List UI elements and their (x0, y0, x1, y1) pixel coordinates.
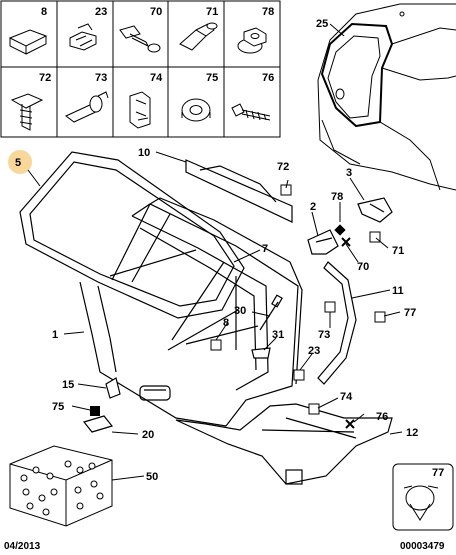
push-clip-icon (69, 23, 97, 51)
side-trim-strip (317, 261, 357, 385)
callout-3: 3 (346, 167, 352, 179)
callout-23: 23 (308, 345, 320, 357)
callout-2: 2 (310, 201, 316, 213)
legend-number: 72 (39, 72, 51, 84)
rear-glass (19, 151, 245, 319)
leader-line (27, 169, 41, 187)
callout-75: 75 (52, 401, 64, 413)
black-clips (90, 224, 346, 416)
callout-11: 11 (392, 285, 404, 297)
pad-icon (8, 29, 48, 55)
rivet-clip-icon (179, 22, 218, 51)
latch-bracket (357, 197, 393, 223)
callout-10: 10 (138, 147, 150, 159)
spoiler-trim (185, 159, 293, 223)
callout-73: 73 (318, 329, 330, 341)
badge-emblem (105, 377, 121, 399)
gas-strut (251, 294, 283, 359)
inset-77-label: 77 (432, 467, 444, 479)
spring-clip-icon (129, 91, 151, 129)
highlight-circle (8, 150, 32, 174)
callout-72: 72 (277, 161, 289, 173)
legend-number: 78 (262, 6, 274, 18)
car-outline-inset (317, 3, 456, 191)
hex-nut-icon (237, 27, 267, 54)
legend-number: 23 (95, 6, 107, 18)
callout-31: 31 (272, 329, 284, 341)
footer-date: 04/2013 (4, 541, 41, 552)
screw-washer-icon (119, 25, 161, 53)
plastic-rivet-icon (65, 91, 109, 123)
callout-50: 50 (146, 471, 158, 483)
clip-markers (210, 184, 386, 415)
callout-5: 5 (15, 157, 21, 169)
callout-20: 20 (142, 429, 154, 441)
callout-7: 7 (262, 243, 268, 255)
cross-markers (341, 237, 355, 429)
callout-70: 70 (357, 261, 369, 273)
callout-25: 25 (316, 18, 328, 30)
lower-trim-panel (175, 403, 393, 485)
plate-light (82, 415, 114, 433)
tailgate-shell (79, 197, 303, 427)
callout-30: 30 (234, 305, 246, 317)
callout-78: 78 (331, 191, 343, 203)
callout-76: 76 (376, 411, 388, 423)
hinge-bracket (307, 229, 339, 255)
leader-line (329, 23, 345, 37)
legend-number: 8 (41, 6, 47, 18)
legend-number: 70 (150, 6, 162, 18)
legend-number: 71 (206, 6, 218, 18)
legend-number: 74 (150, 72, 163, 84)
callout-12: 12 (406, 427, 418, 439)
footer-ref: 00003479 (400, 541, 445, 552)
callout-71: 71 (392, 245, 404, 257)
legend-number: 76 (262, 72, 274, 84)
fastener-kit-box (9, 445, 113, 527)
callout-74: 74 (340, 391, 353, 403)
fastener-legend (0, 0, 281, 138)
callout-1: 1 (52, 329, 58, 341)
inset-77-box (392, 463, 454, 531)
legend-number: 73 (95, 72, 107, 84)
screw-icon (231, 103, 271, 121)
callout-15: 15 (62, 379, 74, 391)
callout-8: 8 (223, 317, 229, 329)
grommet-icon (181, 98, 211, 122)
callout-77: 77 (404, 307, 416, 319)
leader-lines (63, 151, 403, 481)
legend-number: 75 (206, 72, 218, 84)
tree-clip-icon (10, 93, 44, 131)
